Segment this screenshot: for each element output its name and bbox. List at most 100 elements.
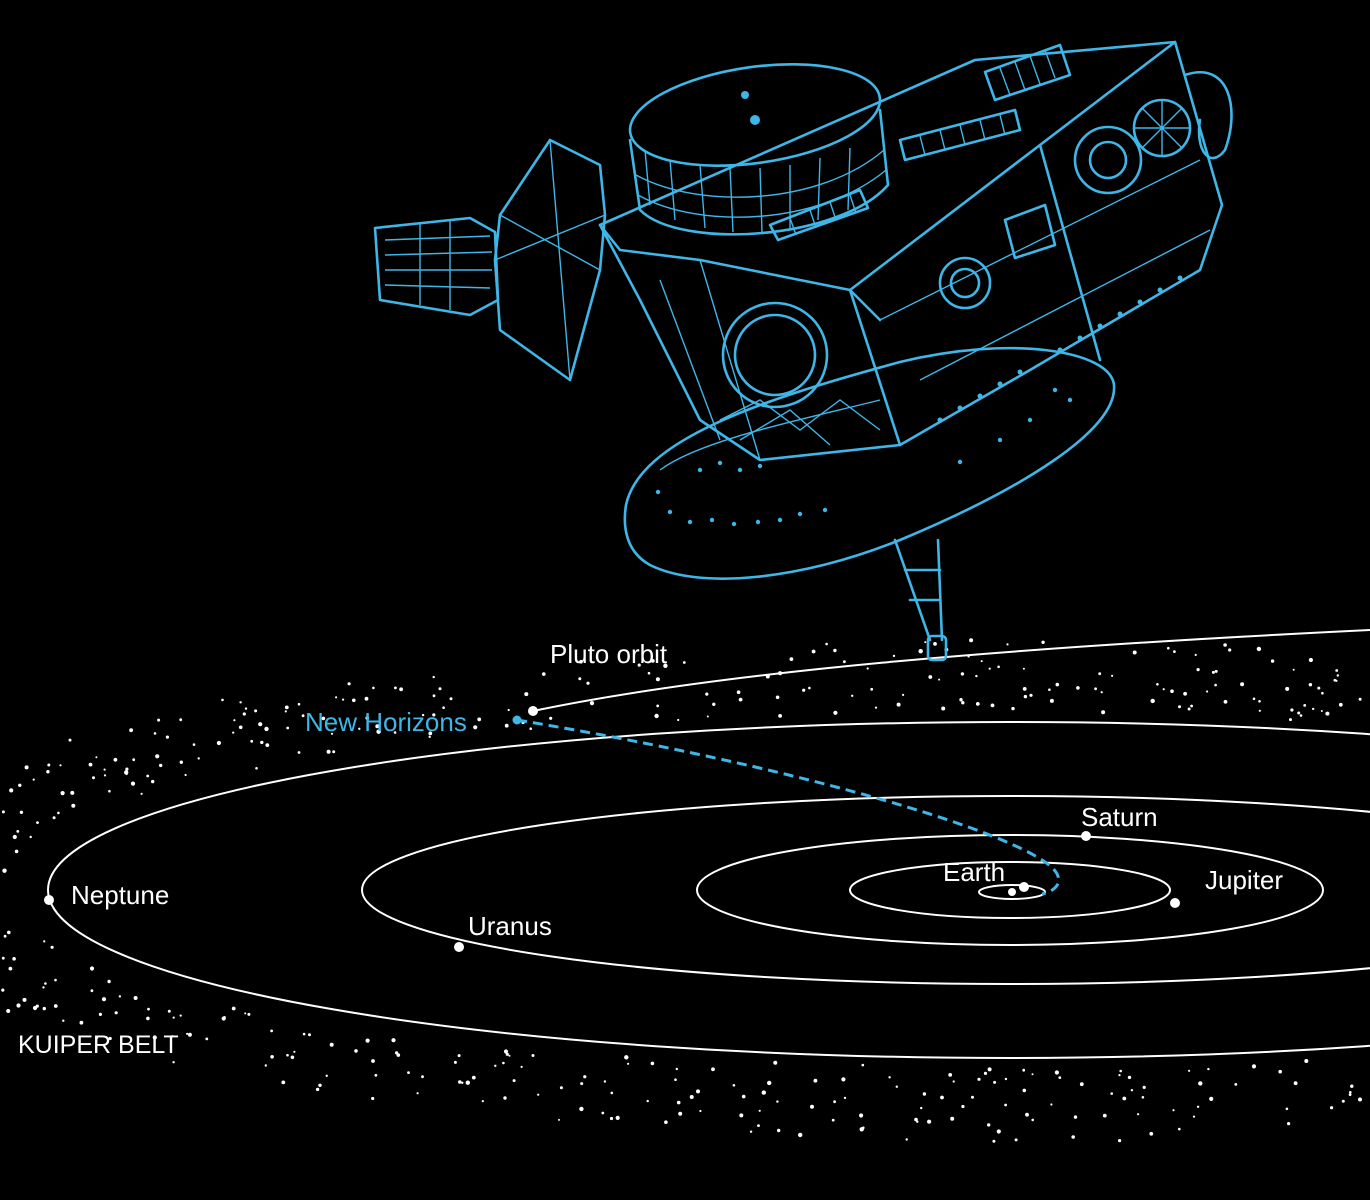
kuiper-belt-dot xyxy=(1312,707,1315,711)
kuiper-belt-dot xyxy=(1054,1070,1059,1075)
kuiper-belt-dot xyxy=(264,726,269,732)
kuiper-belt-dot xyxy=(297,702,301,706)
kuiper-belt-dot xyxy=(165,735,169,739)
kuiper-belt-dot xyxy=(990,703,995,708)
kuiper-belt-dot xyxy=(975,702,980,706)
kuiper-belt-dot xyxy=(146,1016,150,1021)
kuiper-belt-dot xyxy=(1178,1127,1181,1131)
kuiper-belt-dot xyxy=(301,714,305,718)
kuiper-belt-dot xyxy=(711,1067,715,1072)
saturn-marker xyxy=(1081,831,1091,841)
kuiper-belt-dot xyxy=(1214,669,1218,673)
kuiper-belt-dot xyxy=(290,1055,295,1060)
kuiper-belt-dot xyxy=(655,677,660,682)
kuiper-belt-dot xyxy=(1336,674,1340,677)
kuiper-belt-dot xyxy=(1194,653,1197,657)
kuiper-belt-dot xyxy=(101,997,107,1002)
kuiper-belt-dot xyxy=(250,739,254,743)
kuiper-belt-dot xyxy=(14,849,19,854)
kuiper-belt-dot xyxy=(1049,698,1054,703)
kuiper-belt-dot xyxy=(841,1077,846,1082)
kuiper-belt-dot xyxy=(767,1080,772,1086)
kuiper-belt-dot xyxy=(187,1032,192,1037)
kuiper-belt-dot xyxy=(286,1053,289,1057)
kuiper-belt-dot xyxy=(1118,1139,1122,1143)
kuiper-belt-dot xyxy=(453,1060,457,1064)
kuiper-belt-dot xyxy=(975,674,978,678)
kuiper-belt-dot xyxy=(421,1075,424,1079)
kuiper-belt-dot xyxy=(736,690,741,694)
kuiper-belt-dot xyxy=(90,989,94,993)
kuiper-belt-dot xyxy=(258,722,263,727)
kuiper-belt-dot xyxy=(172,1061,175,1064)
kuiper-belt-dot xyxy=(407,1071,410,1074)
kuiper-belt-dot xyxy=(950,1116,955,1121)
kuiper-belt-dot xyxy=(512,1079,516,1083)
kuiper-belt-dot xyxy=(354,1049,358,1053)
kuiper-belt-label: KUIPER BELT xyxy=(18,1031,179,1059)
kuiper-belt-dot xyxy=(125,767,129,771)
kuiper-belt-dot xyxy=(969,638,974,643)
kuiper-belt-dot xyxy=(1022,1068,1026,1072)
kuiper-belt-dot xyxy=(6,1009,11,1013)
kuiper-belt-dot xyxy=(1167,646,1170,650)
kuiper-belt-dot xyxy=(1348,1093,1352,1096)
kuiper-belt-dot xyxy=(1170,689,1174,693)
kuiper-belt-dot xyxy=(494,1064,497,1068)
kuiper-belt-dot xyxy=(167,1009,171,1013)
kuiper-belt-dot xyxy=(94,1035,99,1040)
kuiper-belt-dot xyxy=(2,868,7,873)
kuiper-belt-dot xyxy=(712,702,716,706)
kuiper-belt-dot xyxy=(603,1080,607,1083)
kuiper-belt-dot xyxy=(396,1053,401,1057)
kuiper-belt-dot xyxy=(231,1006,236,1011)
kuiper-belt-dot xyxy=(773,1060,778,1065)
kuiper-belt-dot xyxy=(1142,1085,1146,1089)
kuiper-belt-dot xyxy=(54,978,57,982)
kuiper-belt-dot xyxy=(60,791,65,796)
kuiper-belt-dot xyxy=(1110,1092,1113,1095)
kuiper-belt-dot xyxy=(682,661,686,664)
kuiper-belt-dot xyxy=(502,1061,505,1065)
kuiper-belt-dot xyxy=(113,757,118,762)
kuiper-belt-dot xyxy=(330,732,334,735)
kuiper-belt-dot xyxy=(664,1120,668,1124)
kuiper-belt-dot xyxy=(391,1038,396,1043)
kuiper-belt-dot xyxy=(777,1128,781,1133)
kuiper-belt-dot xyxy=(914,1117,918,1122)
kuiper-belt-dot xyxy=(504,723,509,728)
kuiper-belt-dot xyxy=(438,687,442,691)
kuiper-belt-dot xyxy=(888,1076,891,1079)
kuiper-belt-dot xyxy=(157,718,161,722)
kuiper-belt-dot xyxy=(352,698,356,703)
kuiper-belt-dot xyxy=(1258,700,1261,703)
kuiper-belt-dot xyxy=(308,1033,311,1037)
kuiper-belt-dot xyxy=(232,731,235,734)
kuiper-belt-dot xyxy=(1004,1077,1008,1081)
kuiper-belt-dot xyxy=(293,1050,296,1053)
kuiper-belt-dot xyxy=(1320,710,1323,712)
kuiper-belt-dot xyxy=(813,1078,818,1083)
kuiper-belt-dot xyxy=(586,681,590,685)
kuiper-belt-dot xyxy=(133,996,138,1000)
kuiper-belt-dot xyxy=(1223,699,1228,704)
kuiper-belt-dot xyxy=(1223,643,1227,647)
kuiper-belt-dot xyxy=(471,1075,476,1080)
kuiper-belt-dot xyxy=(1192,1115,1196,1118)
kuiper-belt-dot xyxy=(1258,709,1261,712)
kuiper-belt-dot xyxy=(254,709,258,713)
kuiper-belt-dot xyxy=(1308,683,1313,687)
pluto-orbit-label: Pluto orbit xyxy=(550,639,668,669)
kuiper-belt-dot xyxy=(1190,704,1193,708)
kuiper-belt-dot xyxy=(650,1061,655,1066)
kuiper-belt-dot xyxy=(1290,708,1294,712)
planet-markers xyxy=(44,706,1180,952)
kuiper-belt-dot xyxy=(1150,698,1155,704)
kuiper-belt-dot xyxy=(1256,646,1262,652)
kuiper-belt-dot xyxy=(1071,1135,1075,1139)
kuiper-belt-dot xyxy=(1156,683,1159,686)
kuiper-belt-dot xyxy=(221,1016,226,1021)
kuiper-belt-dot xyxy=(505,1052,509,1056)
kuiper-belt-dot xyxy=(624,1055,629,1060)
